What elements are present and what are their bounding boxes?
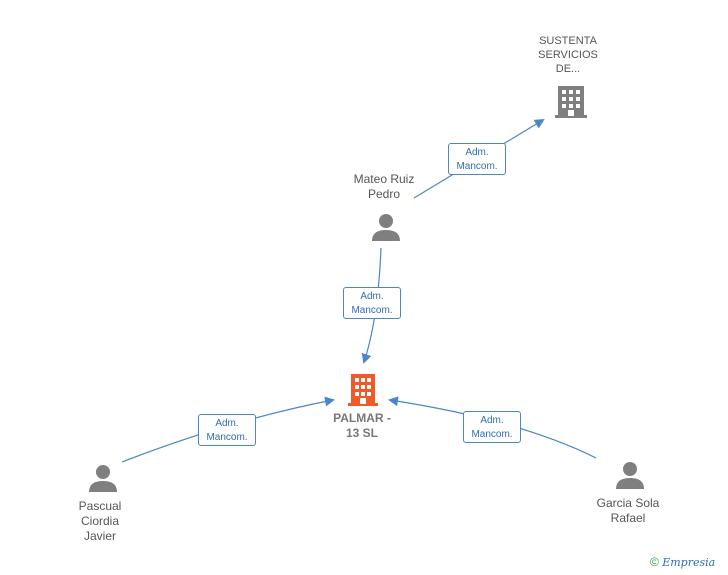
node-label-pascual[interactable]: Pascual Ciordia Javier <box>60 499 140 544</box>
label-line: Pedro <box>367 187 401 201</box>
edge-label-pascual-palmar[interactable]: Adm. Mancom. <box>198 414 256 446</box>
node-label-mateo[interactable]: Mateo Ruiz Pedro <box>344 172 424 202</box>
label-line: Garcia Sola <box>596 496 660 510</box>
edge-label-mateo-palmar[interactable]: Adm. Mancom. <box>343 287 401 319</box>
building-icon[interactable] <box>348 372 378 406</box>
label-line: Javier <box>83 529 116 543</box>
edge-label-line: Mancom. <box>471 429 513 440</box>
person-icon[interactable] <box>88 463 118 493</box>
label-line: Ciordia <box>80 514 119 528</box>
label-line: Pascual <box>78 499 122 513</box>
label-line: DE... <box>555 63 581 75</box>
label-line: Rafael <box>610 511 646 525</box>
edge-label-garcia-palmar[interactable]: Adm. Mancom. <box>463 411 521 443</box>
edge-label-line: Adm. <box>465 147 489 158</box>
label-line: 13 SL <box>345 426 378 440</box>
label-line: PALMAR - <box>333 411 391 425</box>
node-label-palmar[interactable]: PALMAR - 13 SL <box>320 411 404 441</box>
node-label-garcia[interactable]: Garcia Sola Rafael <box>588 496 668 526</box>
edge-label-line: Mancom. <box>206 432 248 443</box>
copyright-icon: © <box>650 555 659 569</box>
brand-logo: Empresia <box>662 556 716 569</box>
label-line: SERVICIOS <box>538 49 598 61</box>
edge-label-line: Mancom. <box>456 161 498 172</box>
person-icon[interactable] <box>615 460 645 490</box>
edge-label-line: Adm. <box>215 418 239 429</box>
edge-label-mateo-sustenta[interactable]: Adm. Mancom. <box>448 143 506 175</box>
edge-label-line: Adm. <box>360 291 384 302</box>
watermark: © Empresia <box>650 555 715 569</box>
label-line: SUSTENTA <box>539 35 597 47</box>
person-icon[interactable] <box>371 212 401 242</box>
label-line: Mateo Ruiz <box>353 172 415 186</box>
edge-label-line: Adm. <box>480 415 504 426</box>
node-label-sustenta[interactable]: SUSTENTA SERVICIOS DE... <box>528 34 608 76</box>
edge-label-line: Mancom. <box>351 305 393 316</box>
building-icon[interactable] <box>555 84 587 118</box>
